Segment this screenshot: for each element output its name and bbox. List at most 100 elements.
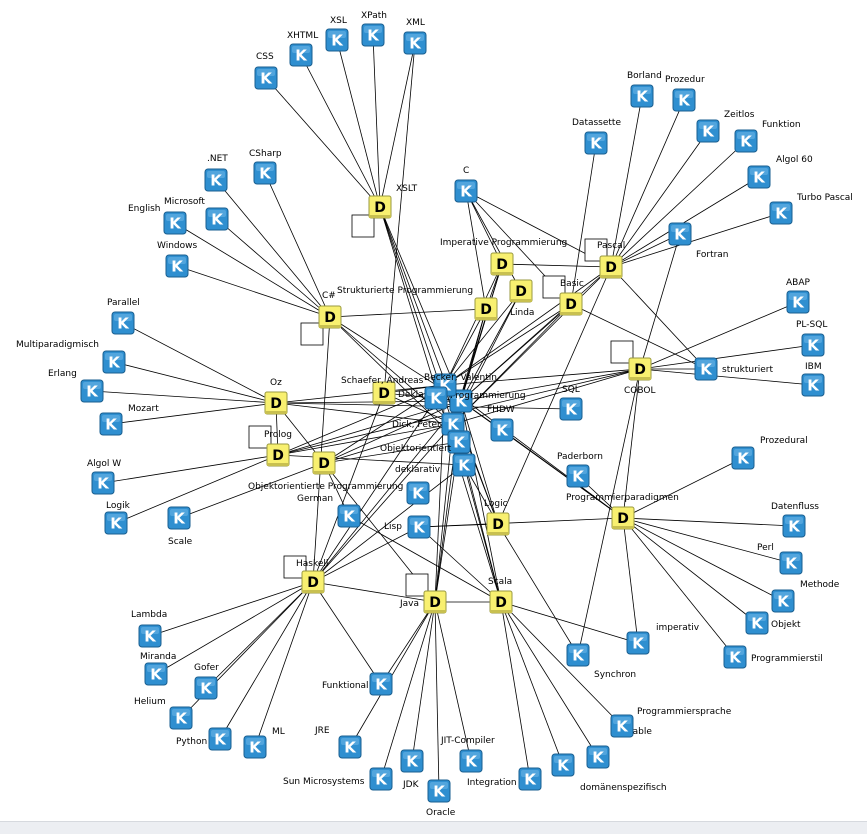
concept-icon[interactable]: K: [459, 749, 483, 773]
concept-icon[interactable]: K: [80, 379, 104, 403]
concept-icon[interactable]: K: [91, 471, 115, 495]
concept-icon[interactable]: K: [243, 735, 267, 759]
concept-icon[interactable]: K: [194, 676, 218, 700]
concept-icon[interactable]: K: [449, 389, 473, 413]
concept-icon[interactable]: K: [325, 28, 349, 52]
document-icon[interactable]: D: [312, 451, 336, 475]
concept-icon[interactable]: K: [369, 767, 393, 791]
concept-icon[interactable]: K: [782, 514, 806, 538]
concept-icon[interactable]: K: [99, 412, 123, 436]
document-icon[interactable]: D: [264, 391, 288, 415]
node-oz[interactable]: DOz: [264, 378, 288, 415]
expand-box[interactable]: [283, 555, 307, 579]
concept-icon[interactable]: K: [452, 453, 476, 477]
concept-icon[interactable]: K: [144, 662, 168, 686]
concept-icon[interactable]: K: [204, 168, 228, 192]
concept-icon[interactable]: K: [668, 222, 692, 246]
concept-icon[interactable]: K: [205, 207, 229, 231]
concept-icon[interactable]: K: [745, 611, 769, 635]
concept-icon[interactable]: K: [672, 88, 696, 112]
expand-box[interactable]: [300, 322, 324, 346]
document-icon[interactable]: D: [489, 590, 513, 614]
expand-box[interactable]: [405, 573, 429, 597]
concept-icon[interactable]: K: [427, 779, 451, 803]
expand-box[interactable]: [351, 214, 375, 238]
concept-icon[interactable]: K: [610, 714, 634, 738]
document-icon[interactable]: D: [509, 279, 533, 303]
concept-icon[interactable]: K: [104, 511, 128, 535]
concept-icon[interactable]: K: [407, 515, 431, 539]
concept-icon[interactable]: K: [403, 31, 427, 55]
document-icon[interactable]: D: [486, 512, 510, 536]
document-icon[interactable]: D: [301, 570, 325, 594]
concept-icon[interactable]: K: [771, 589, 795, 613]
document-icon[interactable]: D: [611, 506, 635, 530]
concept-icon[interactable]: K: [163, 211, 187, 235]
concept-icon[interactable]: K: [369, 672, 393, 696]
expand-box[interactable]: [542, 275, 566, 299]
concept-icon[interactable]: K: [630, 84, 654, 108]
concept-icon[interactable]: K: [626, 631, 650, 655]
concept-icon[interactable]: K: [779, 551, 803, 575]
expand-box[interactable]: [610, 340, 634, 364]
concept-icon[interactable]: K: [253, 161, 277, 185]
concept-icon[interactable]: K: [769, 201, 793, 225]
concept-icon[interactable]: K: [441, 412, 465, 436]
node-dotnet[interactable]: K.NET: [204, 154, 228, 192]
concept-icon[interactable]: K: [454, 179, 478, 203]
concept-icon[interactable]: K: [694, 357, 718, 381]
concept-icon[interactable]: K: [406, 481, 430, 505]
concept-icon[interactable]: K: [138, 624, 162, 648]
document-icon[interactable]: D: [599, 255, 623, 279]
concept-icon[interactable]: K: [490, 418, 514, 442]
concept-icon[interactable]: K: [111, 311, 135, 335]
node-c[interactable]: KC: [454, 166, 478, 203]
concept-icon[interactable]: K: [424, 386, 448, 410]
node-ml[interactable]: KML: [243, 727, 285, 759]
concept-icon[interactable]: K: [169, 706, 193, 730]
document-icon[interactable]: D: [423, 590, 447, 614]
concept-icon[interactable]: K: [208, 727, 232, 751]
concept-icon[interactable]: K: [447, 430, 471, 454]
concept-icon[interactable]: K: [400, 749, 424, 773]
document-icon[interactable]: D: [318, 305, 342, 329]
